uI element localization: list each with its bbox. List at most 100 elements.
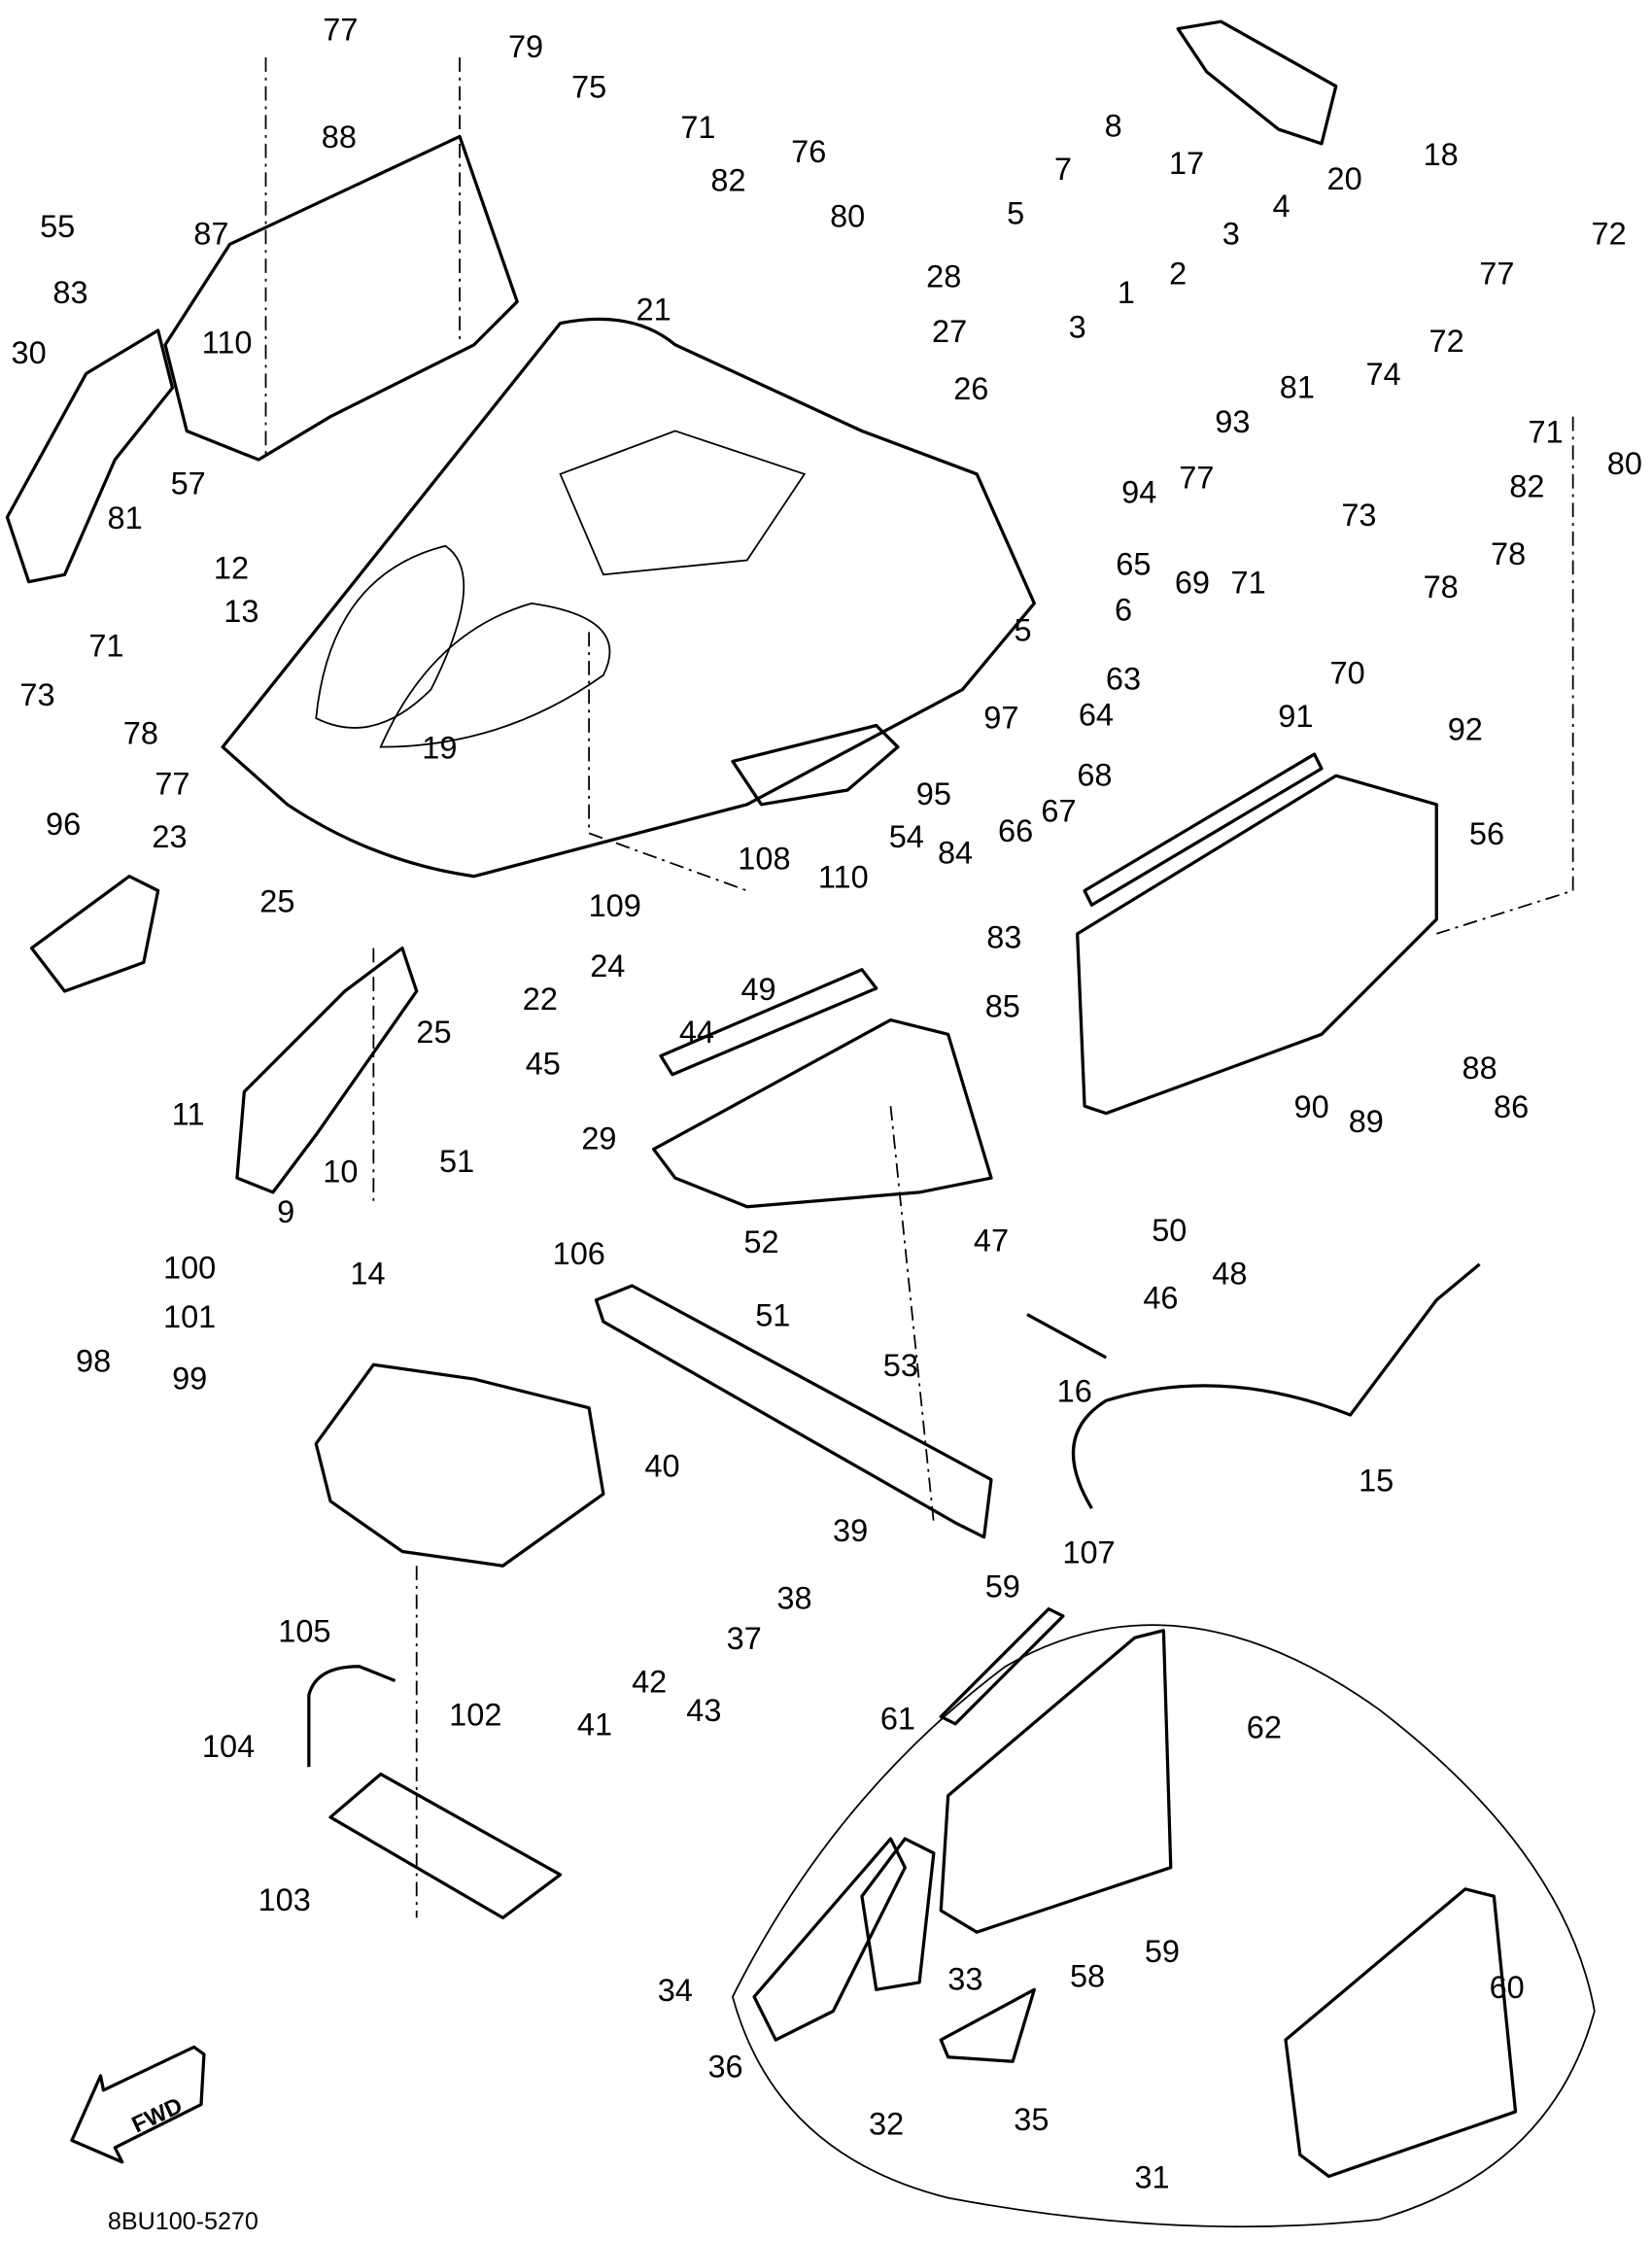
part-label-35: 35 [1014,2102,1049,2137]
part-label-71: 71 [88,629,123,664]
part-label-82: 82 [1509,468,1544,503]
part-label-51: 51 [755,1297,790,1332]
part-label-62: 62 [1247,1710,1282,1745]
part-label-97: 97 [983,700,1018,735]
part-label-28: 28 [926,259,961,294]
part-label-86: 86 [1494,1089,1529,1124]
part-label-73: 73 [1341,498,1376,533]
part-label-56: 56 [1469,816,1504,851]
part-label-29: 29 [581,1121,616,1156]
part-label-107: 107 [1062,1534,1115,1569]
part-label-57: 57 [171,466,206,501]
assembly-line [264,57,1574,1918]
part-label-83: 83 [52,275,87,310]
part-label-23: 23 [152,819,187,854]
bracket-95 [731,723,900,807]
part-label-80: 80 [830,199,865,234]
part-label-88: 88 [1462,1051,1497,1086]
part-label-80: 80 [1607,446,1642,481]
part-label-55: 55 [40,209,75,244]
part-label-19: 19 [422,730,457,765]
column-33 [860,1837,936,1991]
part-label-77: 77 [155,766,189,801]
part-label-94: 94 [1121,474,1156,509]
grab-handle-17 [1176,19,1338,146]
duct-9 [235,946,419,1194]
part-label-101: 101 [163,1299,216,1334]
part-label-48: 48 [1212,1257,1247,1292]
part-label-58: 58 [1070,1958,1105,1993]
part-label-51: 51 [439,1144,474,1179]
part-label-3: 3 [1222,216,1240,251]
part-label-45: 45 [526,1047,561,1082]
part-label-22: 22 [523,982,558,1017]
part-label-50: 50 [1152,1213,1187,1248]
part-label-11: 11 [172,1096,205,1131]
part-label-49: 49 [740,972,775,1007]
part-label-52: 52 [743,1224,778,1259]
part-label-3: 3 [1069,309,1086,344]
part-label-16: 16 [1057,1374,1092,1409]
part-label-71: 71 [1528,414,1563,449]
part-label-96: 96 [46,807,81,842]
part-label-36: 36 [707,2049,742,2084]
part-label-13: 13 [224,594,258,629]
part-label-77: 77 [1179,461,1214,496]
trim-strip-91 [1083,752,1324,907]
part-label-110: 110 [202,326,253,361]
part-label-44: 44 [679,1015,714,1050]
part-label-75: 75 [571,70,606,105]
part-label-33: 33 [947,1961,982,1996]
part-label-1: 1 [1118,275,1135,310]
part-label-76: 76 [791,134,826,169]
spring-16 [1026,1313,1108,1360]
part-label-32: 32 [869,2107,904,2142]
part-label-54: 54 [889,819,924,854]
part-label-30: 30 [12,335,47,370]
part-label-39: 39 [833,1513,868,1548]
part-label-18: 18 [1424,137,1459,172]
liner-60 [1284,1887,1518,2179]
part-label-98: 98 [76,1344,111,1379]
part-label-99: 99 [172,1361,207,1396]
body-outline [731,1624,1596,2228]
forward-direction-arrow: FWD [70,2045,206,2164]
part-label-67: 67 [1041,794,1076,829]
part-label-109: 109 [589,888,641,923]
part-label-60: 60 [1490,1970,1525,2005]
part-label-5: 5 [1007,196,1024,231]
part-label-78: 78 [1491,536,1526,571]
part-label-81: 81 [108,500,143,535]
part-label-104: 104 [202,1729,255,1764]
part-label-108: 108 [738,841,790,876]
hood-cover [221,317,1036,879]
part-label-72: 72 [1592,216,1627,251]
part-label-88: 88 [322,120,357,155]
part-label-69: 69 [1175,565,1210,600]
part-label-74: 74 [1365,357,1400,392]
rear-cover-57 [163,134,519,462]
part-label-83: 83 [986,920,1021,955]
part-label-8: 8 [1105,108,1122,143]
part-label-14: 14 [350,1257,385,1292]
part-label-84: 84 [938,835,973,870]
part-label-25: 25 [416,1015,451,1050]
part-label-77: 77 [323,12,358,47]
cable-15 [1071,1262,1481,1509]
part-label-26: 26 [953,371,988,406]
front-panel-56 [1076,774,1438,1116]
part-label-64: 64 [1079,697,1114,732]
part-label-90: 90 [1294,1089,1329,1124]
part-label-38: 38 [776,1581,811,1616]
part-label-34: 34 [658,1973,693,2008]
part-label-103: 103 [258,1882,311,1917]
part-label-7: 7 [1054,152,1072,187]
part-label-66: 66 [998,813,1033,848]
part-label-73: 73 [19,677,54,712]
rod-44 [659,968,878,1077]
part-label-21: 21 [637,293,671,328]
part-label-25: 25 [259,884,294,919]
part-label-2: 2 [1169,257,1187,292]
part-label-12: 12 [214,551,249,586]
